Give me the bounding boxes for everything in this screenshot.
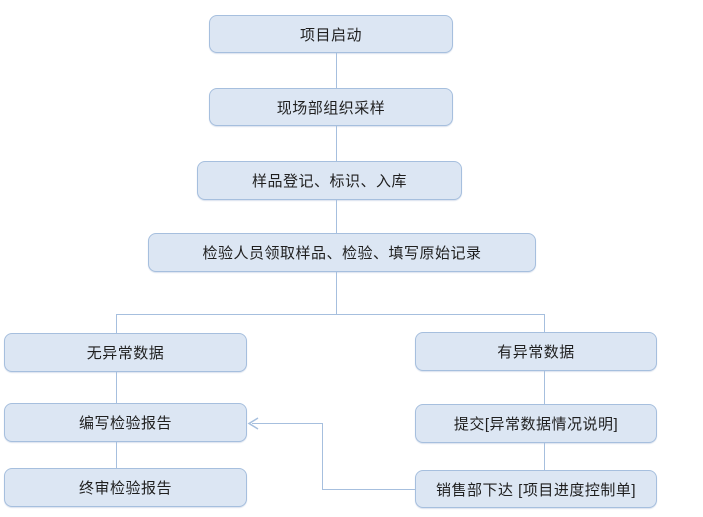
connector-feedback-vertical [322, 423, 323, 490]
connector-write-to-final [116, 442, 117, 468]
node-final-review: 终审检验报告 [4, 468, 247, 507]
node-project-start: 项目启动 [209, 15, 453, 53]
connector-branch-horizontal [116, 314, 545, 315]
connector-inspection-to-branch [336, 272, 337, 315]
arrowhead-left-icon [247, 417, 259, 430]
connector-submit-to-sales [544, 443, 545, 470]
connector-start-to-sampling [336, 53, 337, 88]
node-abnormal-data: 有异常数据 [415, 332, 657, 371]
node-write-report: 编写检验报告 [4, 403, 247, 442]
node-field-sampling: 现场部组织采样 [209, 88, 453, 126]
connector-register-to-inspection [336, 200, 337, 233]
node-sales-control-sheet: 销售部下达 [项目进度控制单] [415, 470, 657, 508]
connector-sampling-to-register [336, 126, 337, 161]
node-submit-statement: 提交[异常数据情况说明] [415, 404, 657, 443]
node-sample-register: 样品登记、标识、入库 [197, 161, 462, 200]
node-no-abnormal-data: 无异常数据 [4, 333, 247, 372]
connector-feedback-bottom [322, 489, 415, 490]
connector-no-abnormal-to-write [116, 372, 117, 403]
connector-branch-to-no-abnormal [116, 314, 117, 333]
connector-branch-to-abnormal [544, 314, 545, 332]
connector-abnormal-to-submit [544, 371, 545, 404]
connector-feedback-top [252, 423, 322, 424]
node-inspection-record: 检验人员领取样品、检验、填写原始记录 [148, 233, 536, 272]
